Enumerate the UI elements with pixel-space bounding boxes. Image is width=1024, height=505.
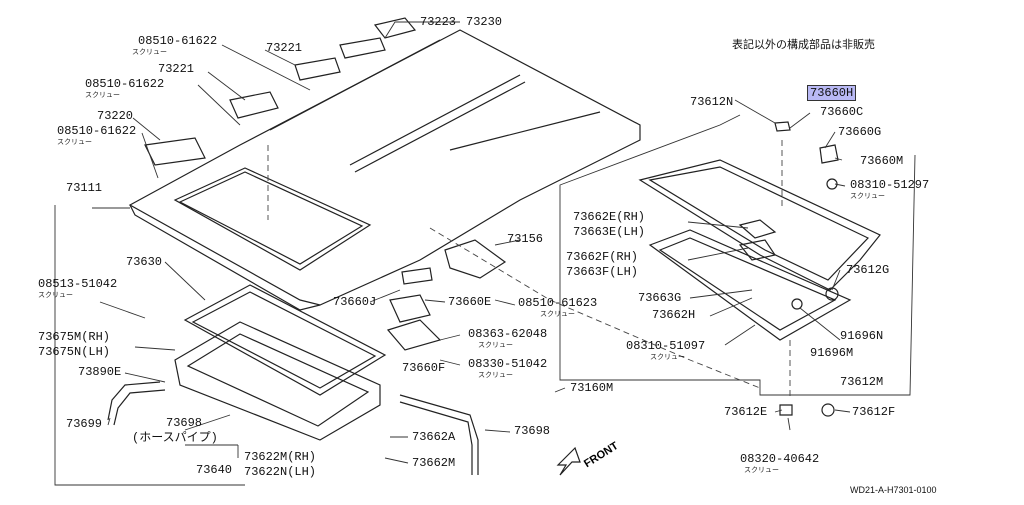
callout-73612m[interactable]: 73612M xyxy=(840,375,884,389)
callout-73660c[interactable]: 73660C xyxy=(820,105,864,119)
callout-sub-screw: スクリュー xyxy=(478,371,513,379)
callout-hose-pipe: (ホースパイプ) xyxy=(132,431,218,445)
callout-73230[interactable]: 73230 xyxy=(466,15,503,29)
callout-73660g[interactable]: 73660G xyxy=(838,125,882,139)
callout-08363-62048[interactable]: 08363-62048 xyxy=(468,327,548,341)
callout-08513-51042[interactable]: 08513-51042 xyxy=(38,277,118,291)
callout-73622n[interactable]: 73622N(LH) xyxy=(244,465,317,479)
callout-sub-screw: スクリュー xyxy=(540,310,575,318)
callout-73220[interactable]: 73220 xyxy=(97,109,134,123)
callout-sub-screw: スクリュー xyxy=(650,353,685,361)
callout-73890e[interactable]: 73890E xyxy=(78,365,122,379)
callout-91696m[interactable]: 91696M xyxy=(810,346,854,360)
callout-73662h[interactable]: 73662H xyxy=(652,308,696,322)
callout-73660m[interactable]: 73660M xyxy=(860,154,904,168)
callout-73698-c[interactable]: 73698 xyxy=(514,424,551,438)
hose-pipes xyxy=(107,381,479,475)
callout-73662a[interactable]: 73662A xyxy=(412,430,456,444)
roof-panel-73111 xyxy=(128,29,641,311)
callout-73640[interactable]: 73640 xyxy=(196,463,233,477)
callout-91696n[interactable]: 91696N xyxy=(840,329,884,343)
callout-73663f[interactable]: 73663F(LH) xyxy=(566,265,639,279)
callout-08310-51297[interactable]: 08310-51297 xyxy=(850,178,930,192)
non-sale-note: 表記以外の構成部品は非販売 xyxy=(732,38,875,51)
callout-73630[interactable]: 73630 xyxy=(126,255,163,269)
callout-73612n[interactable]: 73612N xyxy=(690,95,734,109)
roof-rails xyxy=(144,17,417,166)
callout-73675m[interactable]: 73675M(RH) xyxy=(38,330,111,344)
frame-box-73612n xyxy=(559,114,916,396)
callout-sub-screw: スクリュー xyxy=(132,48,167,56)
callout-08310-51097[interactable]: 08310-51097 xyxy=(626,339,706,353)
callout-73221-b[interactable]: 73221 xyxy=(158,62,195,76)
diagram-code: WD21-A-H7301-0100 xyxy=(850,485,937,495)
leader-lines xyxy=(92,21,851,464)
callout-73223[interactable]: 73223 xyxy=(420,15,457,29)
callout-73660e[interactable]: 73660E xyxy=(448,295,492,309)
callout-08510-61622-c[interactable]: 08510-61622 xyxy=(57,124,137,138)
front-arrow-icon xyxy=(556,446,581,476)
callout-73612f[interactable]: 73612F xyxy=(852,405,896,419)
callout-73221-a[interactable]: 73221 xyxy=(266,41,303,55)
small-parts-right xyxy=(774,121,839,417)
callout-73156[interactable]: 73156 xyxy=(507,232,544,246)
callout-73660h-highlighted[interactable]: 73660H xyxy=(806,85,857,101)
callout-sub-screw: スクリュー xyxy=(38,291,73,299)
callout-73675n[interactable]: 73675N(LH) xyxy=(38,345,111,359)
callout-73662f[interactable]: 73662F(RH) xyxy=(566,250,639,264)
callout-73660j[interactable]: 73660J xyxy=(333,295,377,309)
callout-73612g[interactable]: 73612G xyxy=(846,263,890,277)
callout-sub-screw: スクリュー xyxy=(57,138,92,146)
callout-08510-61623[interactable]: 08510-61623 xyxy=(518,296,598,310)
callout-73662e[interactable]: 73662E(RH) xyxy=(573,210,646,224)
callout-73662m[interactable]: 73662M xyxy=(412,456,456,470)
callout-73160m[interactable]: 73160M xyxy=(570,381,614,395)
callout-sub-screw: スクリュー xyxy=(850,192,885,200)
callout-73698-a[interactable]: 73698 xyxy=(166,416,203,430)
frame-73630 xyxy=(174,284,387,441)
callout-08330-51042[interactable]: 08330-51042 xyxy=(468,357,548,371)
callout-08510-61622-b[interactable]: 08510-61622 xyxy=(85,77,165,91)
callout-08320-40642[interactable]: 08320-40642 xyxy=(740,452,820,466)
callout-73663g[interactable]: 73663G xyxy=(638,291,682,305)
frame-box-73111 xyxy=(54,205,245,486)
callout-73663e[interactable]: 73663E(LH) xyxy=(573,225,646,239)
callout-73660f[interactable]: 73660F xyxy=(402,361,446,375)
callout-73612e[interactable]: 73612E xyxy=(724,405,768,419)
headliner-73612n xyxy=(638,159,881,341)
callout-73111[interactable]: 73111 xyxy=(66,181,103,195)
callout-08510-61622-a[interactable]: 08510-61622 xyxy=(138,34,218,48)
callout-73699[interactable]: 73699 xyxy=(66,417,103,431)
callout-sub-screw: スクリュー xyxy=(478,341,513,349)
callout-sub-screw: スクリュー xyxy=(744,466,779,474)
callout-73622m[interactable]: 73622M(RH) xyxy=(244,450,317,464)
callout-sub-screw: スクリュー xyxy=(85,91,120,99)
